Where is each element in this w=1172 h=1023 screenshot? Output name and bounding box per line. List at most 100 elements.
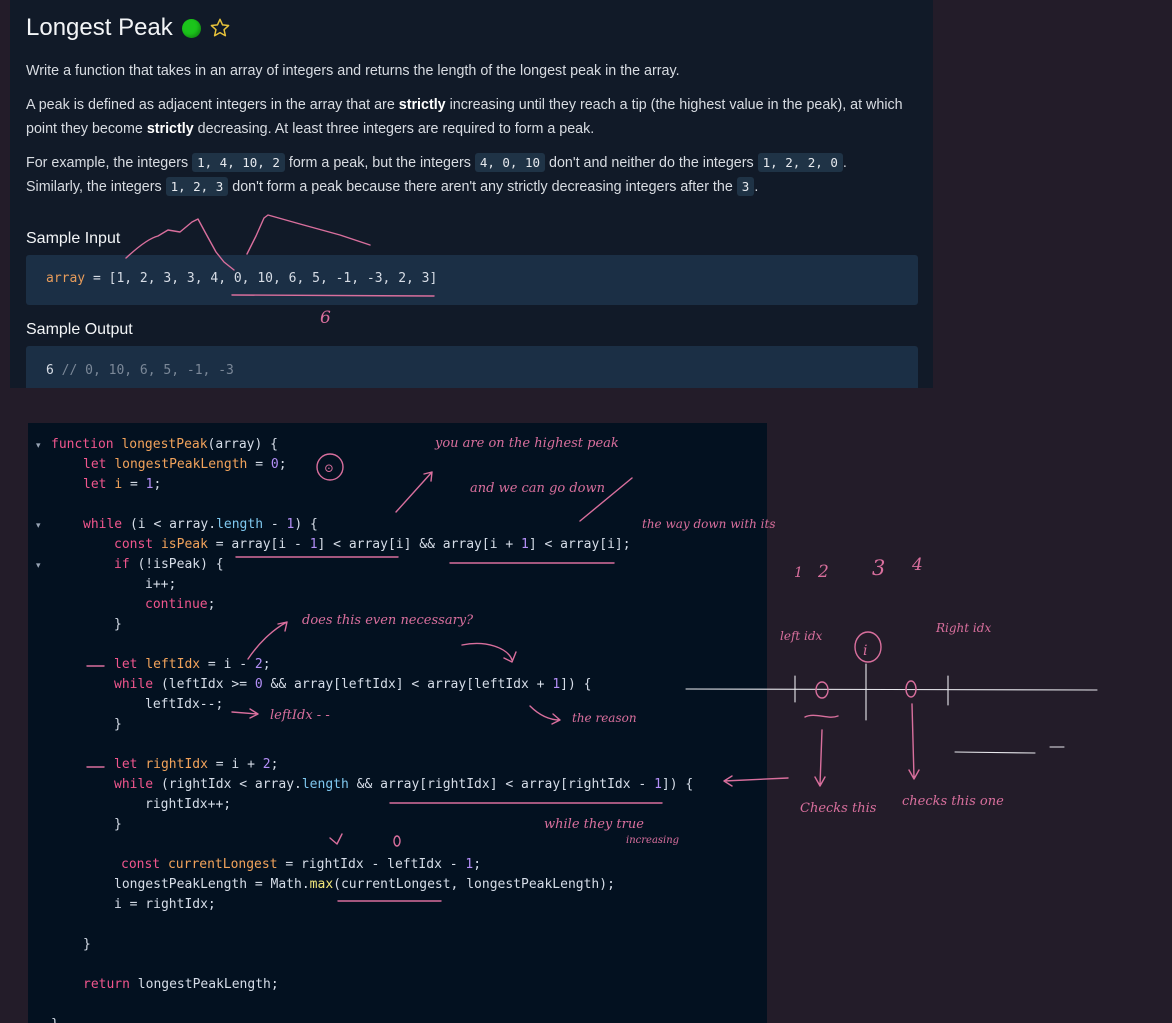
code-line[interactable]: rightIdx++; [145, 795, 231, 815]
diagram-index-4: 4 [911, 555, 923, 575]
code-token: longestPeak [121, 437, 208, 452]
code-token: 2 [254, 657, 263, 672]
code-token: ; [270, 757, 279, 772]
code-line[interactable]: } [114, 615, 122, 635]
code-token: (i < array. [129, 517, 217, 532]
code-token: return [83, 977, 138, 992]
code-line[interactable]: while (leftIdx >= 0 && array[leftIdx] < … [114, 675, 591, 695]
inline-code-chip: 1, 4, 10, 2 [192, 153, 285, 172]
code-token: 1 [521, 537, 529, 552]
code-line[interactable]: } [114, 815, 122, 835]
code-token: 0 [254, 677, 263, 692]
code-line[interactable]: let longestPeakLength = 0; [83, 455, 287, 475]
code-token: } [114, 717, 122, 732]
code-token: leftIdx [145, 657, 201, 672]
code-token: (currentLongest, longestPeakLength); [333, 877, 615, 892]
code-token: currentLongest [167, 857, 278, 872]
code-token: ; [207, 597, 216, 612]
code-token: = [122, 477, 146, 492]
diagram-left-idx: left idx [780, 629, 823, 643]
code-token: while [114, 777, 161, 792]
diagram-left-circle [815, 681, 829, 699]
sample-input-label: Sample Input [26, 230, 121, 247]
description-paragraph-2: A peak is defined as adjacent integers i… [26, 97, 903, 137]
code-token: = array[i - [207, 537, 310, 552]
code-line[interactable]: i++; [145, 575, 176, 595]
code-line[interactable]: while (rightIdx < array.length && array[… [114, 775, 693, 795]
code-token: const [114, 537, 161, 552]
code-token: rightIdx++; [145, 797, 232, 812]
code-line[interactable]: let leftIdx = i - 2; [114, 655, 271, 675]
diagram-checks-right: checks this one [902, 794, 1004, 809]
fold-chevron-icon[interactable]: ▾ [36, 520, 41, 530]
code-token: 0 [270, 457, 279, 472]
code-token: ; [473, 857, 482, 872]
code-token: 1 [286, 517, 295, 532]
code-token: && array[leftIdx] < array[leftIdx + [262, 677, 553, 692]
code-token: 1 [552, 677, 561, 692]
code-token: (rightIdx < array. [160, 777, 302, 792]
status-dot-icon [181, 18, 201, 38]
star-outline-icon[interactable] [209, 17, 231, 39]
code-token: i++; [145, 577, 177, 592]
code-token: } [83, 937, 91, 952]
inline-code-chip: 1, 2, 3 [165, 177, 229, 196]
code-token: longestPeakLength [114, 457, 248, 472]
sample-output-code: 6 // 0, 10, 6, 5, -1, -3 [46, 363, 234, 378]
code-token: while [114, 677, 161, 692]
code-line[interactable]: let i = 1; [83, 475, 161, 495]
code-token: while [83, 517, 130, 532]
code-token: (leftIdx >= [160, 677, 255, 692]
code-token: 1 [309, 537, 318, 552]
code-token: ] < array[i]; [528, 537, 631, 552]
code-line[interactable]: longestPeakLength = Math.max(currentLong… [114, 875, 615, 895]
code-line[interactable]: continue; [145, 595, 215, 615]
diagram-squiggle [804, 714, 839, 718]
code-token: function [51, 437, 122, 452]
code-line[interactable]: let rightIdx = i + 2; [114, 755, 278, 775]
fold-chevron-icon[interactable]: ▾ [36, 560, 41, 570]
title-row: Longest Peak [26, 14, 231, 42]
code-line[interactable]: } [51, 1015, 59, 1023]
code-token: max [309, 877, 334, 892]
code-token: ; [153, 477, 162, 492]
code-token: continue [145, 597, 208, 612]
description-paragraph-3: For example, the integers 1, 4, 10, 2 fo… [26, 153, 847, 196]
code-token: length [216, 517, 264, 532]
code-line[interactable]: const isPeak = array[i - 1] < array[i] &… [114, 535, 631, 555]
code-line[interactable]: return longestPeakLength; [83, 975, 279, 995]
code-line[interactable]: leftIdx--; [145, 695, 223, 715]
code-editor[interactable]: function longestPeak(array) { ▾ let longes… [28, 423, 767, 1023]
code-token: leftIdx--; [145, 697, 224, 712]
code-token: if [114, 557, 138, 572]
diagram-index-1: 1 [794, 565, 803, 581]
code-token: (!isPeak) { [137, 557, 224, 572]
code-token: i [114, 477, 123, 492]
code-token: } [114, 617, 122, 632]
diagram-i-circle [854, 631, 882, 663]
code-token: isPeak [160, 537, 208, 552]
code-token: = i + [207, 757, 263, 772]
sample-output-box: 6 // 0, 10, 6, 5, -1, -3 [26, 346, 918, 388]
fold-chevron-icon[interactable]: ▾ [36, 440, 41, 450]
sample-output-label: Sample Output [26, 321, 133, 338]
code-token: } [114, 817, 122, 832]
code-line[interactable]: function longestPeak(array) { [51, 435, 278, 455]
code-token: (array) { [207, 437, 278, 452]
code-token: 1 [465, 857, 474, 872]
sample-input-code: array = [1, 2, 3, 3, 4, 0, 10, 6, 5, -1,… [46, 271, 438, 286]
code-token: 1 [145, 477, 154, 492]
diagram-index-2: 2 [817, 562, 829, 582]
code-line[interactable]: const currentLongest = rightIdx - leftId… [121, 855, 481, 875]
code-line[interactable]: i = rightIdx; [114, 895, 216, 915]
code-line[interactable]: } [114, 715, 122, 735]
code-token: ]) { [560, 677, 592, 692]
code-token: = [247, 457, 271, 472]
code-line[interactable]: while (i < array.length - 1) { [83, 515, 318, 535]
code-line[interactable]: } [83, 935, 91, 955]
code-token: 1 [654, 777, 662, 792]
code-token: } [51, 1017, 59, 1023]
code-token: longestPeakLength = Math. [114, 877, 310, 892]
code-line[interactable]: if (!isPeak) { [114, 555, 224, 575]
inline-code-chip: 4, 0, 10 [474, 153, 546, 172]
